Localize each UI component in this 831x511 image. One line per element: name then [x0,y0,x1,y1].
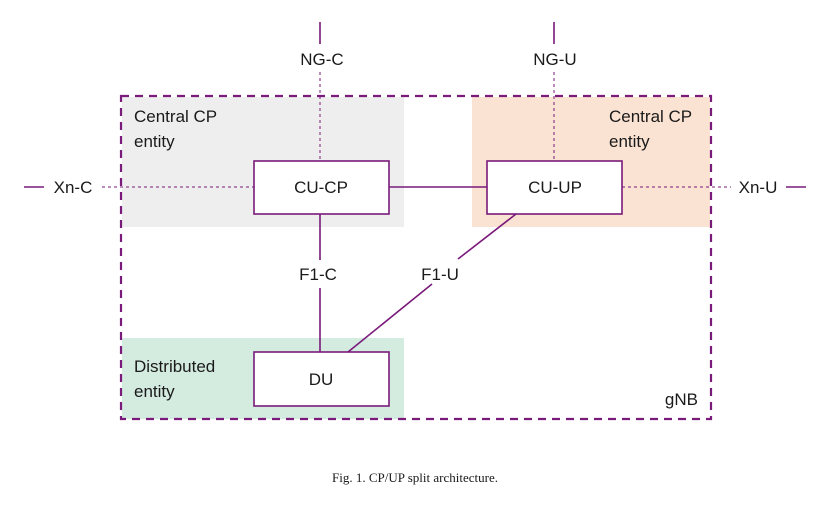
gnb-container [119,94,713,421]
f1-u-label: F1-U [421,265,459,284]
cu-cp-box [253,160,390,215]
f1-u-upper-link [457,213,517,260]
distributed-label-line1: Distributed [134,357,215,376]
cu-cp-label: CU-CP [294,178,348,197]
central-cp-right-label-line1: Central CP [609,107,692,126]
du-label: DU [309,370,334,389]
ng-u-label: NG-U [533,50,576,69]
cu-up-box [486,160,623,215]
distributed-label-line2: entity [134,382,175,401]
central-cp-left-label-line1: Central CP [134,107,217,126]
figure-caption: Fig. 1. CP/UP split architecture. [332,470,498,485]
xn-c-label: Xn-C [54,178,93,197]
ng-c-label: NG-C [300,50,343,69]
central-cp-left-label-line2: entity [134,132,175,151]
gnb-label: gNB [665,390,698,409]
central-cp-right-label-line2: entity [609,132,650,151]
f1-c-label: F1-C [299,265,337,284]
cu-up-label: CU-UP [528,178,582,197]
xn-u-label: Xn-U [739,178,778,197]
du-box [253,351,390,407]
f1-u-lower-link [347,283,433,353]
